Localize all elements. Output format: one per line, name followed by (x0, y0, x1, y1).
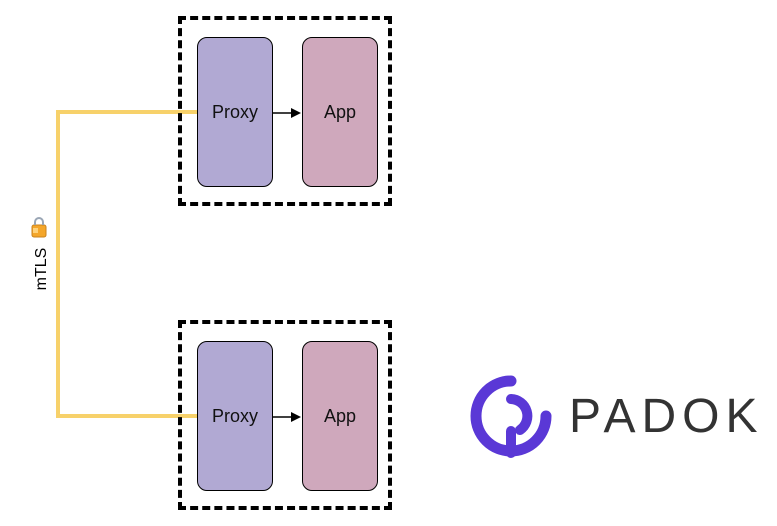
app-label-1: App (323, 101, 357, 122)
arrow-proxy-to-app-1 (273, 108, 301, 118)
pod-2 (178, 320, 392, 510)
proxy-label-1: Proxy (211, 101, 258, 122)
mtls-label: mTLS (33, 247, 50, 291)
pod-1 (178, 16, 392, 206)
app-box-1: App (302, 37, 378, 187)
padok-logo-text: PADOK (569, 390, 764, 443)
arrow-proxy-to-app-2 (273, 412, 301, 422)
proxy-box-1: Proxy (197, 37, 273, 187)
proxy-box-2: Proxy (197, 341, 273, 491)
app-label-2: App (323, 405, 357, 426)
app-box-2: App (302, 341, 378, 491)
padok-logo-icon (470, 375, 552, 458)
proxy-label-2: Proxy (211, 405, 258, 426)
lock-icon (31, 217, 47, 238)
mtls-link-line (56, 110, 198, 418)
